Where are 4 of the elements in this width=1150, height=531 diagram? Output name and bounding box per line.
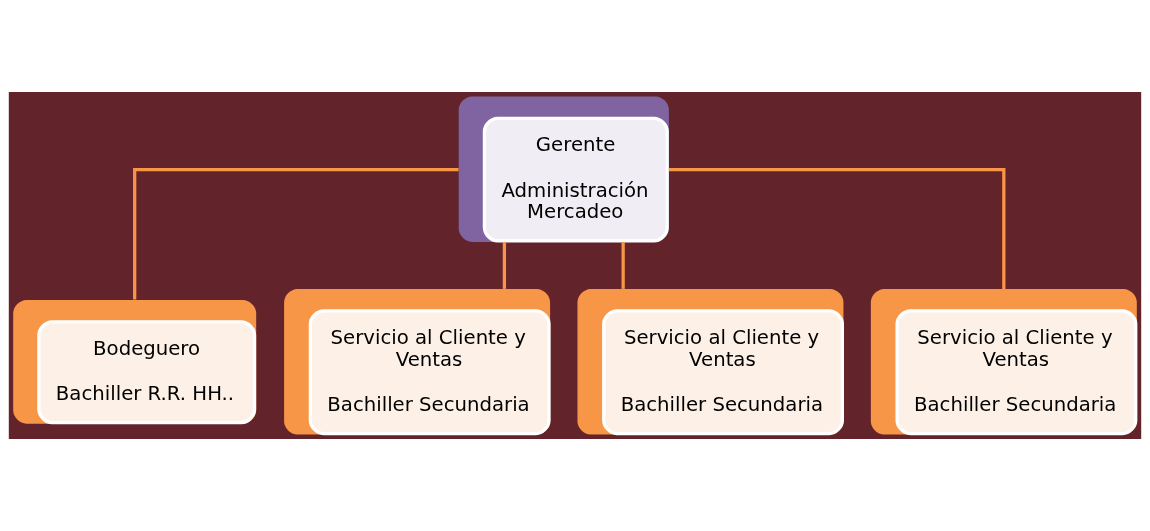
- connector: [621, 242, 625, 289]
- connector: [668, 168, 1006, 289]
- connector: [502, 242, 507, 289]
- connector: [133, 168, 459, 300]
